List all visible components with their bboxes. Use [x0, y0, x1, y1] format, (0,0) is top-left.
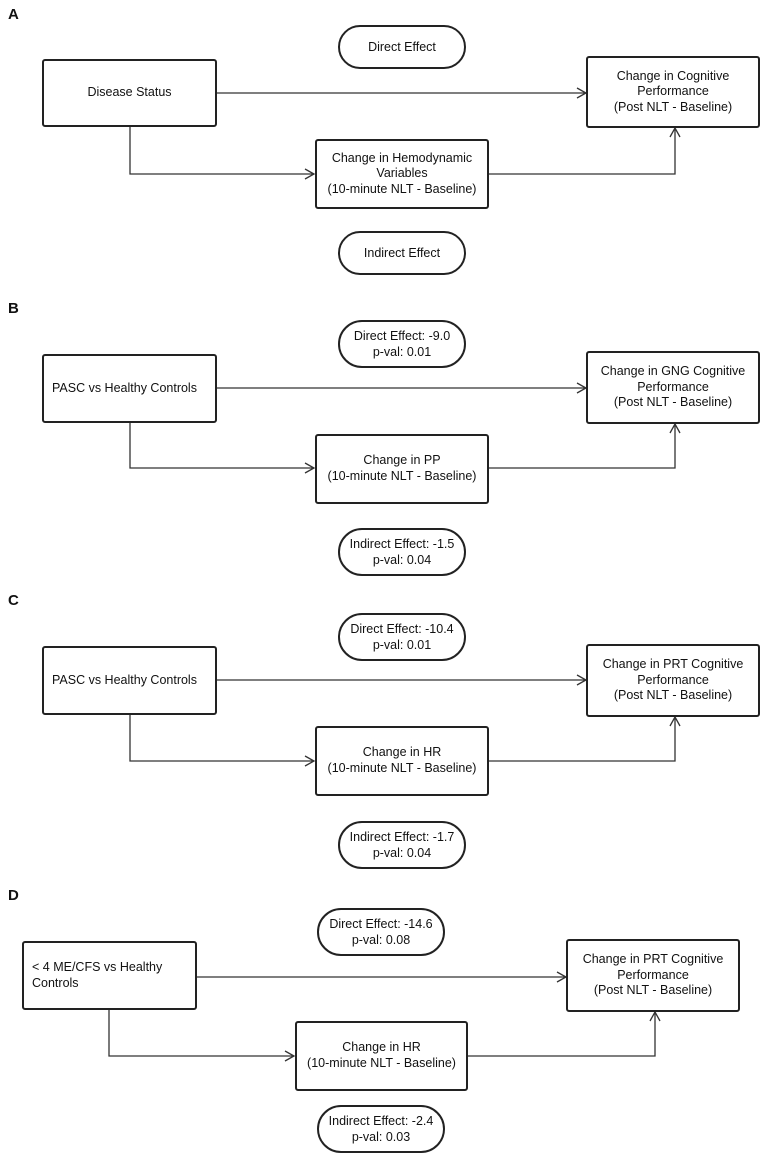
panel-d: D < 4 ME/CFS vs Healthy Controls Change … [0, 880, 767, 1160]
indirect-effect-pill: Indirect Effect: -2.4 p-val: 0.03 [317, 1105, 445, 1153]
panel-label-d: D [8, 887, 19, 904]
exposure-to-mediator-arrow [129, 715, 316, 767]
panel-label-a: A [8, 6, 19, 23]
exposure-to-mediator-arrow [129, 423, 316, 474]
indirect-effect-label: Indirect Effect: -2.4 [328, 1113, 434, 1128]
direct-effect-pill: Direct Effect: -9.0 p-val: 0.01 [338, 320, 466, 368]
outcome-box: Change in Cognitive Performance (Post NL… [586, 56, 760, 128]
indirect-effect-pill: Indirect Effect [338, 231, 466, 275]
panel-d-arrows [108, 971, 661, 1062]
mediator-box: Change in HR (10-minute NLT - Baseline) [295, 1021, 468, 1091]
exposure-to-mediator-arrow [129, 127, 316, 180]
panel-c: C PASC vs Healthy Controls Change in HR … [0, 585, 767, 875]
outcome-label: Change in PRT Cognitive Performance (Pos… [582, 952, 724, 998]
indirect-effect-pill: Indirect Effect: -1.7 p-val: 0.04 [338, 821, 466, 869]
indirect-effect-pvalue: p-val: 0.04 [372, 846, 432, 860]
outcome-label: Change in GNG Cognitive Performance (Pos… [600, 364, 746, 410]
exposure-box: Disease Status [42, 59, 217, 127]
panel-a: A Disease Status Change in Hemodynamic V… [0, 0, 767, 285]
exposure-box: PASC vs Healthy Controls [42, 646, 217, 715]
outcome-box: Change in PRT Cognitive Performance (Pos… [586, 644, 760, 717]
outcome-label: Change in Cognitive Performance (Post NL… [613, 68, 733, 114]
mediator-label: Change in HR (10-minute NLT - Baseline) [327, 745, 477, 775]
mediator-box: Change in Hemodynamic Variables (10-minu… [315, 139, 489, 209]
exposure-to-mediator-arrow [108, 1010, 296, 1062]
panel-c-arrows [129, 674, 681, 767]
indirect-effect-label: Indirect Effect [363, 245, 441, 260]
panel-label-b: B [8, 300, 19, 317]
exposure-box: < 4 ME/CFS vs Healthy Controls [22, 941, 197, 1010]
panel-label-c: C [8, 592, 19, 609]
direct-effect-pvalue: p-val: 0.01 [372, 638, 432, 652]
exposure-label: PASC vs Healthy Controls [52, 672, 197, 687]
direct-effect-pill: Direct Effect: -14.6 p-val: 0.08 [317, 908, 445, 956]
panel-b: B PASC vs Healthy Controls Change in PP … [0, 290, 767, 580]
direct-effect-label: Direct Effect: -9.0 [353, 328, 451, 343]
exposure-label: PASC vs Healthy Controls [52, 380, 197, 395]
indirect-effect-label: Indirect Effect: -1.7 [349, 829, 455, 844]
mediator-label: Change in HR (10-minute NLT - Baseline) [307, 1040, 456, 1070]
direct-effect-pill: Direct Effect: -10.4 p-val: 0.01 [338, 613, 466, 661]
mediator-to-outcome-arrow [468, 1010, 661, 1057]
mediator-to-outcome-arrow [489, 422, 681, 469]
indirect-effect-label: Indirect Effect: -1.5 [349, 536, 455, 551]
mediator-label: Change in Hemodynamic Variables (10-minu… [327, 150, 477, 196]
mediator-to-outcome-arrow [489, 126, 681, 175]
direct-effect-label: Direct Effect: -14.6 [329, 916, 433, 931]
indirect-effect-pill: Indirect Effect: -1.5 p-val: 0.04 [338, 528, 466, 576]
mediator-box: Change in HR (10-minute NLT - Baseline) [315, 726, 489, 796]
mediator-to-outcome-arrow [489, 715, 681, 762]
direct-effect-pvalue: p-val: 0.08 [351, 933, 411, 947]
outcome-label: Change in PRT Cognitive Performance (Pos… [602, 657, 744, 703]
direct-effect-pill: Direct Effect [338, 25, 466, 69]
panel-b-arrows [129, 382, 681, 474]
indirect-effect-pvalue: p-val: 0.04 [372, 553, 432, 567]
exposure-label: Disease Status [87, 85, 172, 100]
exposure-label: < 4 ME/CFS vs Healthy Controls [32, 959, 163, 990]
direct-effect-pvalue: p-val: 0.01 [372, 345, 432, 359]
indirect-effect-pvalue: p-val: 0.03 [351, 1130, 411, 1144]
direct-effect-label: Direct Effect [368, 39, 436, 54]
panel-a-arrows [129, 87, 681, 180]
mediator-label: Change in PP (10-minute NLT - Baseline) [327, 453, 477, 483]
direct-effect-label: Direct Effect: -10.4 [350, 621, 454, 636]
outcome-box: Change in GNG Cognitive Performance (Pos… [586, 351, 760, 424]
outcome-box: Change in PRT Cognitive Performance (Pos… [566, 939, 740, 1012]
exposure-box: PASC vs Healthy Controls [42, 354, 217, 423]
mediator-box: Change in PP (10-minute NLT - Baseline) [315, 434, 489, 504]
